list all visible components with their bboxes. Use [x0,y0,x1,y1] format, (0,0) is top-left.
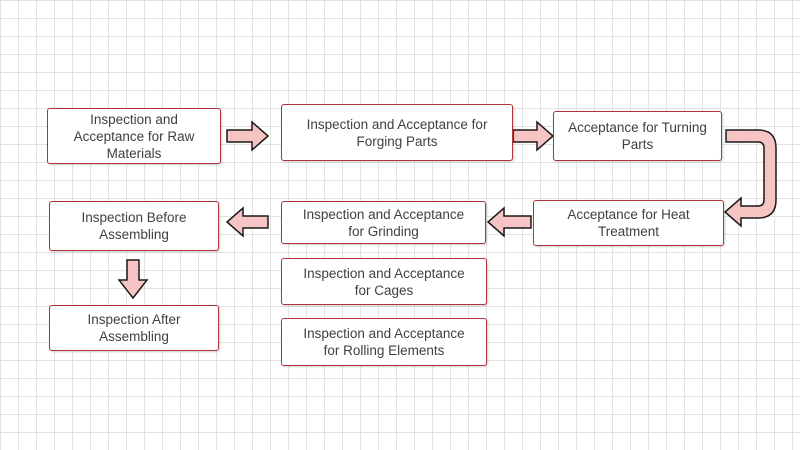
arrow-heat-to-grinding [486,206,532,238]
arrow-before-to-after [117,259,149,300]
node-before-assembling-label: Inspection Before Assembling [81,210,187,242]
node-turning-parts-label: Acceptance for Turning Parts [568,120,707,152]
arrow-forging-to-turning [512,120,555,152]
node-cages: Inspection and Acceptance for Cages [281,258,487,305]
node-grinding: Inspection and Acceptance for Grinding [281,201,486,244]
node-after-assembling-label: Inspection After Assembling [87,312,181,344]
node-cages-label: Inspection and Acceptance for Cages [303,265,465,298]
node-raw-materials: Inspection and Acceptance for Raw Materi… [47,108,221,164]
node-rolling-elements: Inspection and Acceptance for Rolling El… [281,318,487,366]
node-heat-treatment-label: Acceptance for Heat Treatment [567,207,690,239]
node-heat-treatment: Acceptance for Heat Treatment [533,200,724,246]
node-rolling-elements-label: Inspection and Acceptance for Rolling El… [303,326,465,358]
node-raw-materials-label: Inspection and Acceptance for Raw Materi… [73,111,195,161]
node-after-assembling: Inspection After Assembling [49,305,219,351]
node-forging-parts: Inspection and Acceptance for Forging Pa… [281,104,513,161]
node-grinding-label: Inspection and Acceptance for Grinding [302,206,465,239]
node-turning-parts: Acceptance for Turning Parts [553,111,722,161]
arrow-turning-to-heat [723,129,777,228]
arrow-grinding-to-before [225,206,269,238]
node-forging-parts-label: Inspection and Acceptance for Forging Pa… [306,116,488,149]
node-before-assembling: Inspection Before Assembling [49,201,219,251]
arrow-raw-to-forging [226,120,270,152]
